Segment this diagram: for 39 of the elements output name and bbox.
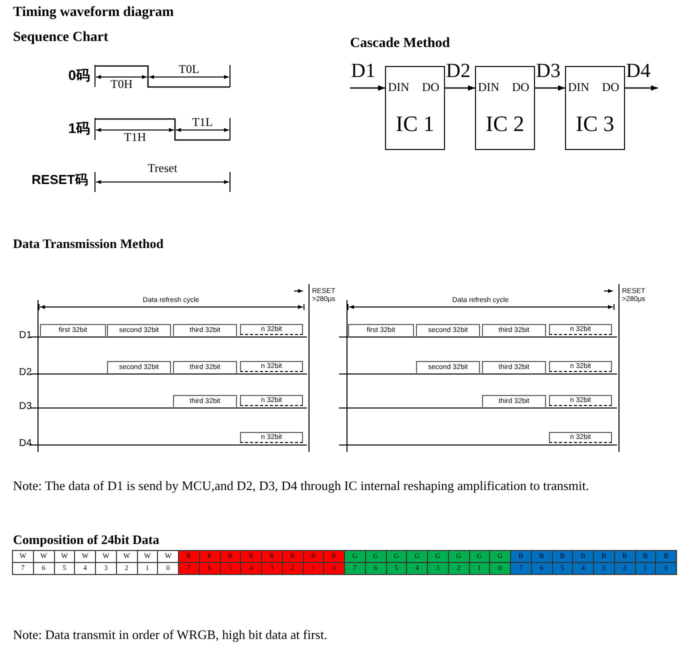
arrow xyxy=(350,85,385,91)
code-label: 1码 xyxy=(67,120,90,136)
section-heading: Sequence Chart xyxy=(13,30,108,46)
note: Note: Data transmit in order of WRGB, high bit data at first. xyxy=(13,628,328,643)
signal-label: D1 xyxy=(19,330,32,342)
title: Timing waveform diagram xyxy=(13,5,174,22)
signal-label: D1 xyxy=(351,60,376,83)
code-label: 0码 xyxy=(67,67,90,84)
signal-label: D2 xyxy=(19,367,32,378)
chip-label: IC 1 xyxy=(394,111,436,136)
time-label: T0L xyxy=(178,63,200,77)
signal-label: D3 xyxy=(19,401,32,412)
signal-label: D3 xyxy=(536,60,560,83)
time-label: T0H xyxy=(110,78,134,92)
arrow xyxy=(535,85,565,91)
section-heading: Composition of 24bit Data xyxy=(13,533,160,548)
time-label: T1H xyxy=(123,131,147,145)
pin-label: DO xyxy=(602,81,620,95)
section-heading: Cascade Method xyxy=(350,36,450,52)
ic-box xyxy=(475,66,535,150)
pin-label: DO xyxy=(422,81,440,95)
signal-label: D4 xyxy=(626,60,650,83)
time-label: T1L xyxy=(191,116,214,130)
code-label: RESET码 xyxy=(30,173,88,188)
arrow xyxy=(445,85,475,91)
arrow xyxy=(625,85,658,91)
time-label: Treset xyxy=(146,162,178,176)
chip-label: IC 2 xyxy=(484,111,526,136)
pin-label: DO xyxy=(512,81,530,95)
section-heading: Data Transmission Method xyxy=(13,237,164,252)
ic-box xyxy=(565,66,625,150)
note: Note: The data of D1 is send by MCU,and D2, D3, D4 through IC internal reshaping amplification to transmit. xyxy=(13,479,589,494)
pin-label: DIN xyxy=(478,81,500,95)
pin-label: DIN xyxy=(388,81,410,95)
pin-label: DIN xyxy=(568,81,590,95)
signal-label: D4 xyxy=(19,438,32,450)
chip-label: IC 3 xyxy=(574,111,616,136)
ic-box xyxy=(385,66,445,150)
signal-label: D2 xyxy=(446,60,470,83)
